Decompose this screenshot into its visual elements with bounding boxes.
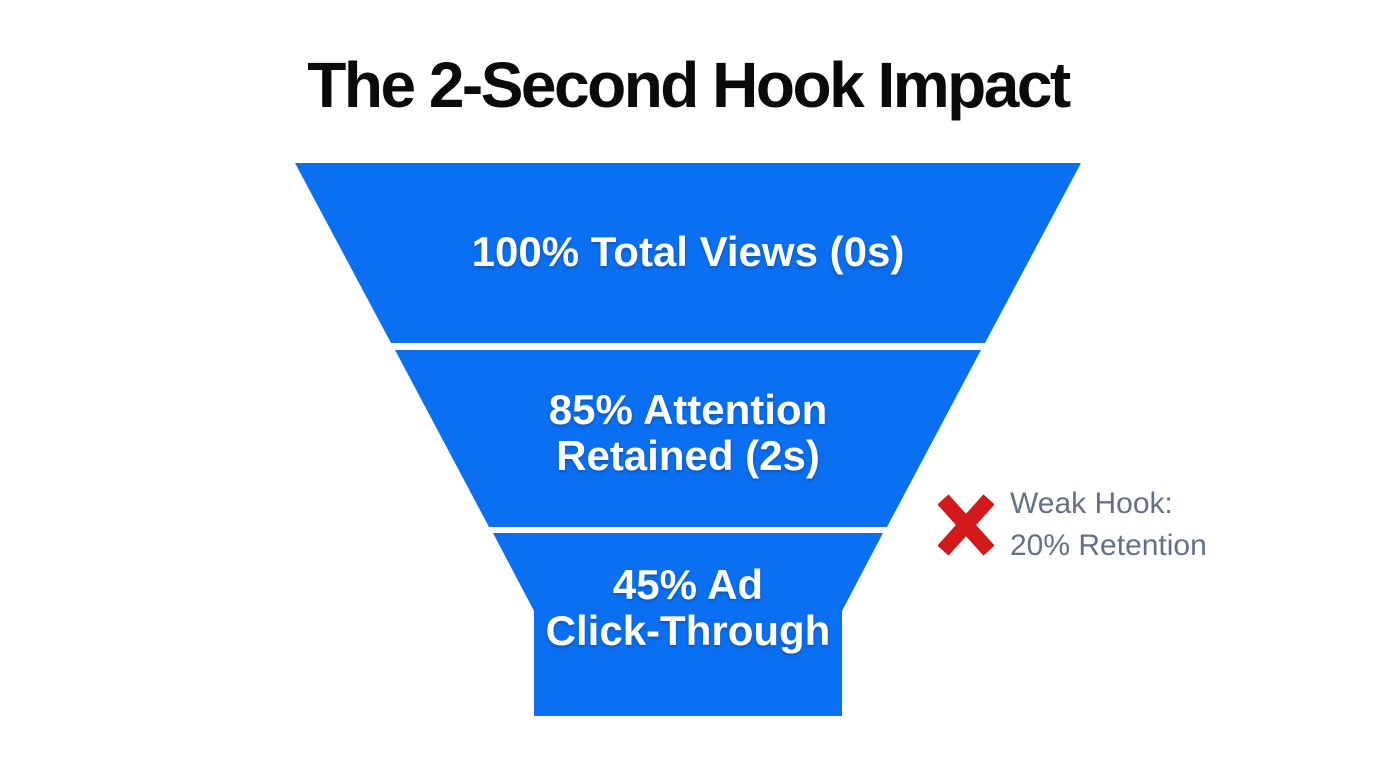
funnel-stage-1-shape bbox=[295, 163, 1081, 343]
funnel-stage-2-shape bbox=[395, 350, 981, 527]
annotation-text: Weak Hook: 20% Retention bbox=[1010, 483, 1207, 567]
chart-title: The 2-Second Hook Impact bbox=[307, 49, 1071, 121]
x-mark-icon bbox=[938, 494, 994, 556]
funnel-stage-3-shape bbox=[493, 533, 883, 716]
weak-hook-annotation: Weak Hook: 20% Retention bbox=[938, 483, 1207, 567]
annotation-line-1: Weak Hook: bbox=[1010, 487, 1173, 520]
annotation-line-2: 20% Retention bbox=[1010, 529, 1207, 562]
